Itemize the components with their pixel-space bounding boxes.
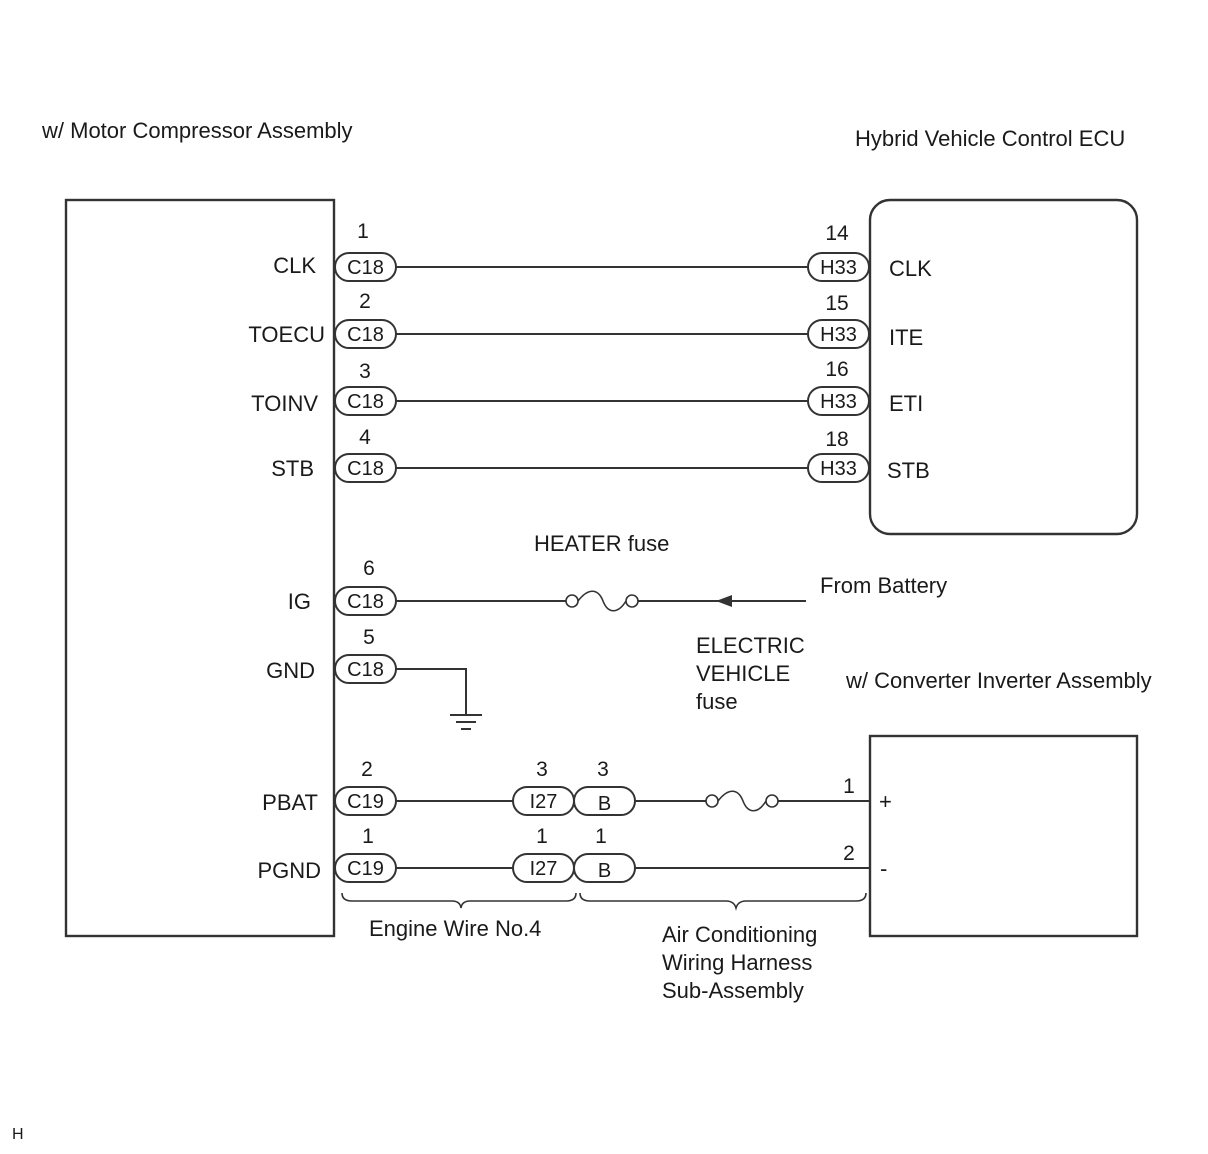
ecu-pin-number: 18 — [825, 428, 848, 451]
signal-row-toinv: 3 TOINV C18 16 H33 ETI — [251, 358, 923, 416]
arrow-left-icon — [716, 595, 732, 607]
b-connector-label: B — [598, 860, 611, 882]
motor-compressor-title: w/ Motor Compressor Assembly — [41, 118, 353, 143]
connector-label: C18 — [347, 324, 384, 346]
engine-wire-brace — [341, 892, 577, 909]
b-pin-number: 1 — [595, 825, 607, 848]
from-battery-label: From Battery — [820, 573, 947, 598]
pin-number: 1 — [362, 825, 374, 848]
connector-c18 — [334, 319, 397, 349]
terminal-label: GND — [266, 658, 315, 683]
signal-row-clk: 1 CLK C18 14 H33 CLK — [273, 220, 932, 282]
fuse-terminal — [625, 594, 639, 608]
terminal-label: CLK — [273, 253, 316, 278]
svg-text:ELECTRIC: ELECTRIC — [696, 633, 805, 658]
motor-compressor-box — [64, 198, 336, 938]
ecu-terminal-label: CLK — [889, 256, 932, 281]
terminal-label: STB — [271, 456, 314, 481]
pin-number: 1 — [357, 220, 369, 243]
connector-label: C18 — [347, 391, 384, 413]
ground-wire — [396, 668, 467, 714]
inverter-pin-number: 2 — [843, 842, 855, 865]
svg-text:VEHICLE: VEHICLE — [696, 661, 790, 686]
connector-c18 — [334, 453, 397, 483]
ecu-connector-label: H33 — [820, 257, 857, 279]
ecu-connector-label: H33 — [820, 458, 857, 480]
connector-label: C18 — [347, 458, 384, 480]
fuse-terminal — [565, 594, 579, 608]
svg-text:fuse: fuse — [696, 689, 738, 714]
connector-label: C18 — [347, 659, 384, 681]
pin-number: 3 — [359, 360, 371, 383]
mid-pin-number: 3 — [536, 758, 548, 781]
ev-fuse-icon — [717, 790, 767, 812]
power-row-pbat: 2 PBAT C19 3 I27 3 B 1 + — [262, 758, 892, 816]
connector-label: C18 — [347, 591, 384, 613]
pin-number: 4 — [359, 426, 371, 449]
pin-number: 5 — [363, 626, 375, 649]
connector-h33 — [807, 386, 870, 416]
corner-mark: H — [12, 1126, 24, 1143]
ecu-pin-number: 14 — [825, 222, 849, 245]
pin-number: 2 — [361, 758, 373, 781]
signal-row-toecu: 2 TOECU C18 15 H33 ITE — [248, 290, 923, 350]
connector-c18 — [334, 386, 397, 416]
fuse-terminal — [765, 794, 779, 808]
power-row-pgnd: 1 PGND C19 1 I27 1 B 2 - — [257, 825, 887, 883]
pin-number: 6 — [363, 557, 375, 580]
connector-c18 — [334, 252, 397, 282]
ac-harness-label: Air Conditioning Wiring Harness Sub-Asse… — [662, 922, 817, 1003]
hv-ecu-title: Hybrid Vehicle Control ECU — [855, 126, 1125, 151]
ecu-pin-number: 16 — [825, 358, 848, 381]
terminal-label: PGND — [257, 858, 321, 883]
engine-wire-label: Engine Wire No.4 — [369, 916, 541, 941]
connector-h33 — [807, 319, 870, 349]
ecu-terminal-label: ITE — [889, 325, 923, 350]
ac-harness-brace — [579, 892, 867, 911]
hv-ecu-box — [868, 198, 1139, 536]
mid-pin-number: 1 — [536, 825, 548, 848]
ig-circuit: HEATER fuse 6 IG C18 From Battery — [288, 531, 947, 616]
gnd-circuit: 5 GND C18 — [266, 626, 482, 730]
connector-label: C18 — [347, 257, 384, 279]
pin-number: 2 — [359, 290, 371, 313]
svg-text:Sub-Assembly: Sub-Assembly — [662, 978, 804, 1003]
connector-h33 — [807, 252, 870, 282]
svg-text:Wiring Harness: Wiring Harness — [662, 950, 812, 975]
heater-fuse-icon — [577, 590, 627, 612]
connector-h33 — [807, 453, 870, 483]
svg-text:Air Conditioning: Air Conditioning — [662, 922, 817, 947]
inverter-pin-number: 1 — [843, 775, 855, 798]
terminal-label: TOECU — [248, 322, 325, 347]
terminal-label: TOINV — [251, 391, 318, 416]
fuse-terminal — [705, 794, 719, 808]
connector-label: C19 — [347, 791, 384, 813]
mid-connector-label: I27 — [530, 791, 558, 813]
signal-row-stb: 4 STB C18 18 H33 STB — [271, 426, 930, 483]
inverter-terminal-label: - — [880, 856, 887, 881]
b-pin-number: 3 — [597, 758, 609, 781]
inverter-terminal-label: + — [879, 789, 892, 814]
b-connector-label: B — [598, 793, 611, 815]
heater-fuse-label: HEATER fuse — [534, 531, 669, 556]
mid-connector-label: I27 — [530, 858, 558, 880]
terminal-label: IG — [288, 589, 311, 614]
ecu-connector-label: H33 — [820, 391, 857, 413]
ecu-terminal-label: STB — [887, 458, 930, 483]
converter-inverter-title: w/ Converter Inverter Assembly — [845, 668, 1152, 693]
ecu-connector-label: H33 — [820, 324, 857, 346]
converter-inverter-box — [868, 734, 1139, 938]
ev-fuse-label: ELECTRIC VEHICLE fuse — [696, 633, 805, 714]
signal-wires — [396, 266, 808, 469]
terminal-label: PBAT — [262, 790, 318, 815]
connector-label: C19 — [347, 858, 384, 880]
ecu-terminal-label: ETI — [889, 391, 923, 416]
ecu-pin-number: 15 — [825, 292, 848, 315]
